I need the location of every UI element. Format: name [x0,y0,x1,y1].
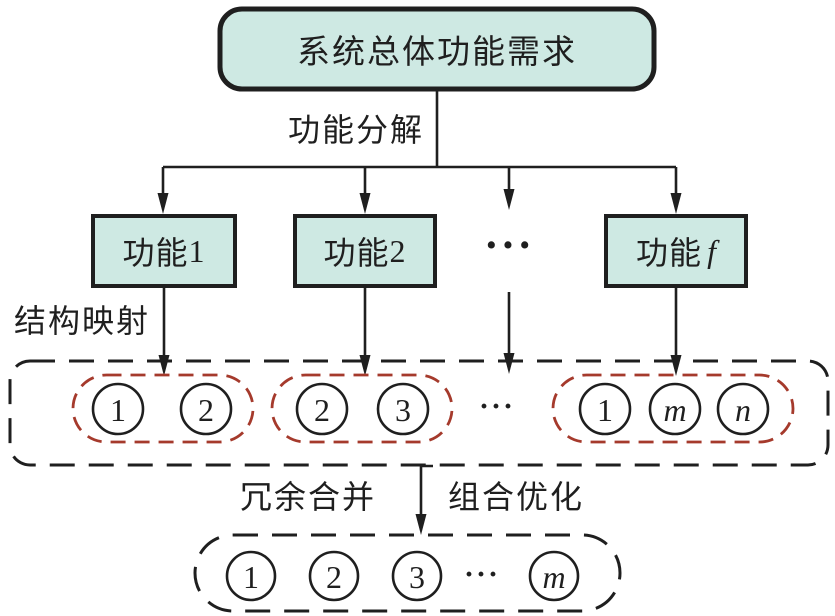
result-circle-m-label: m [542,558,566,595]
structure-circle-g3-1-label: 1 [597,391,613,428]
mapping-label: 结构映射 [14,303,151,339]
result-circle-1-label: 1 [243,558,259,595]
branch-arrow-dots-head [503,189,515,210]
mapping-arrow-1-head [158,355,170,376]
mapping-arrow-dots-head [503,353,515,374]
structure-circle-g1-1 [91,382,145,436]
overall-requirement-text: 系统总体功能需求 [297,35,577,71]
optimize-label: 组合优化 [448,479,585,515]
function1-box [91,214,237,288]
result-circle-3 [391,550,443,602]
structure-circle-g3-2-label: m [663,391,687,428]
decompose-label: 功能分解 [288,112,425,148]
structure-group-3-outline [551,373,795,444]
functionf-prefix: 功能 [636,235,703,271]
result-row-ellipsis: ··· [463,558,501,591]
mapping-arrow-f-head [670,355,682,376]
structure-row-ellipsis: ··· [478,390,516,423]
structure-circle-g2-2-label: 3 [395,391,411,428]
structure-circle-g3-2 [648,382,702,436]
function1-prefix: 功能 [122,235,189,271]
structure-group-2-outline [270,373,454,444]
branch-arrow-2-head [359,193,371,214]
merge-label: 冗余合并 [240,479,377,515]
overall-requirement-label: 系统总体功能需求 [220,9,654,89]
functionf-box [604,214,748,288]
result-circle-1 [225,550,277,602]
structure-circle-g1-2-label: 2 [198,391,214,428]
structure-group-1-outline [71,373,255,444]
optimize-arrow-head [415,514,427,535]
branch-arrow-f-head [670,193,682,214]
structure-circle-g2-1-label: 2 [314,391,330,428]
functionf-suffix: f [707,232,716,269]
structure-circle-g2-2 [376,382,430,436]
mapping-arrow-2-head [359,355,371,376]
result-circle-2 [308,550,360,602]
result-circle-3-label: 3 [409,558,425,595]
result-circle-m [528,550,580,602]
result-container-box [193,533,622,613]
structure-circle-g1-2 [179,382,233,436]
structure-circle-g3-3 [716,382,770,436]
structure-circle-g3-3-label: n [735,391,751,428]
function1-suffix: 1 [188,232,206,269]
result-circle-2-label: 2 [326,558,342,595]
function2-suffix: 2 [389,232,407,269]
structure-container-box [8,359,830,467]
structure-circle-g2-1 [295,382,349,436]
branch-arrow-1-head [157,193,169,214]
structure-circle-g1-1-label: 1 [110,391,126,428]
function2-prefix: 功能 [323,235,390,271]
optimize-arrow-shaft [419,464,433,516]
function-row-ellipsis: ··· [483,220,535,270]
structure-circle-g3-1 [578,382,632,436]
